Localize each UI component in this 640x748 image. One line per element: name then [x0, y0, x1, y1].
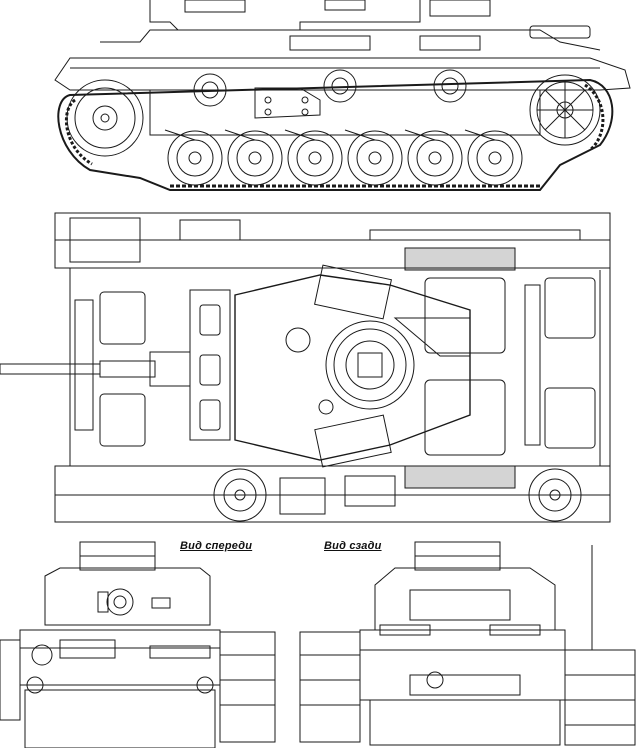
top-road-wheel-right: [529, 469, 581, 521]
top-view: [0, 213, 610, 522]
top-hull: [70, 268, 610, 466]
engine-grille-lower: [405, 466, 515, 488]
idler-wheel: [530, 75, 600, 145]
rear-hull: [360, 630, 565, 700]
rear-view: [300, 542, 635, 745]
top-fender-lower: [55, 466, 610, 522]
top-road-wheel-left: [214, 469, 266, 521]
front-turret: [45, 568, 210, 625]
gun-barrel: [0, 352, 190, 386]
side-view: [55, 0, 630, 190]
rear-turret: [375, 568, 555, 630]
rear-view-caption: Вид сзади: [324, 540, 382, 552]
side-fender: [55, 58, 630, 90]
side-track: [58, 80, 612, 190]
front-view: [0, 542, 275, 748]
front-view-caption: Вид спереди: [180, 540, 253, 552]
top-turret: [235, 265, 470, 467]
side-turret-base: [150, 0, 420, 30]
side-hull: [150, 90, 540, 135]
road-wheels: [168, 131, 522, 185]
return-rollers: [194, 70, 466, 106]
engine-grille-upper: [405, 248, 515, 270]
drive-sprocket: [67, 80, 143, 156]
